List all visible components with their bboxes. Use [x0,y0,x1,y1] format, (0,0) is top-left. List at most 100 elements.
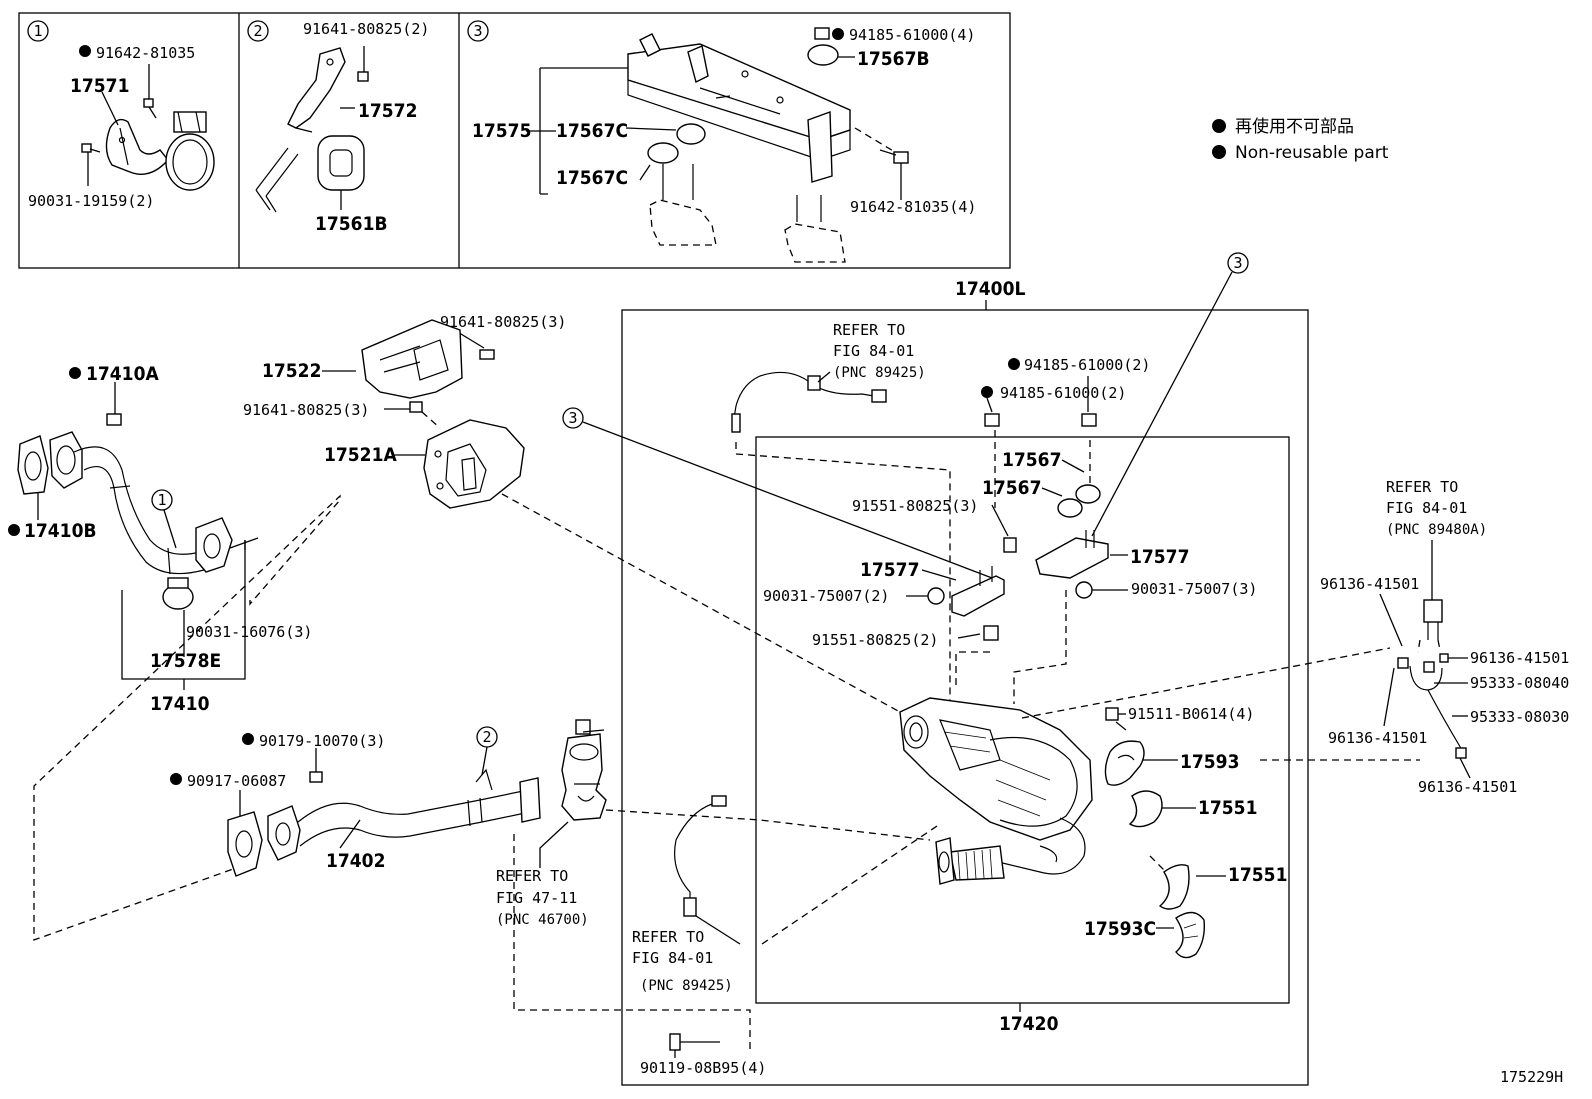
gasket-17410B [17,435,49,495]
ref-d-line3: (PNC 89425) [640,978,733,994]
mount-brackets-drawing [649,127,909,263]
label-91641-80825-3-b: 91641-80825(3) [243,401,369,419]
label-17567B: 17567B [857,48,930,70]
legend-jp: 再使用不可部品 [1235,116,1354,137]
label-17593: 17593 [1180,751,1239,773]
callout-2: 2 [482,728,491,746]
stay-17577-group: 94185-61000(2) 94185-61000(2) 17567 1756… [562,252,1257,649]
ref-b-line1: REFER TO [1386,478,1458,496]
label-17410: 17410 [150,693,210,715]
label-17410B: 17410B [24,520,97,542]
ref-a-line2: FIG 84-01 [833,342,914,360]
label-95333-08030: 95333-08030 [1470,708,1569,726]
label-90917-06087: 90917-06087 [187,772,286,790]
non-reusable-dot [79,45,91,57]
inset-1-number: 1 [33,22,42,40]
label-17522: 17522 [262,360,321,382]
label-17572: 17572 [358,100,417,122]
ref-c-line3: (PNC 46700) [496,912,589,928]
mount-pads-drawing [625,27,855,181]
bolt-90119: 90119-08B95(4) [513,834,766,1077]
inset-2-number: 2 [253,22,262,40]
label-90119-08B95: 90119-08B95(4) [640,1059,766,1077]
label-17400L: 17400L [955,278,1025,300]
callout-3-a: 3 [568,409,577,427]
ref-d-line2: FIG 84-01 [632,949,713,967]
label-91551-80825-2: 91551-80825(2) [812,631,938,649]
legend: 再使用不可部品 Non-reusable part [1212,116,1389,163]
label-90031-75007-3: 90031-75007(3) [1131,580,1257,598]
callout-3-b: 3 [1233,254,1242,272]
label-17577-b: 17577 [1130,546,1189,568]
ref-b-line2: FIG 84-01 [1386,499,1467,517]
ref-c-line2: FIG 47-11 [496,889,577,907]
label-17578E: 17578E [150,650,221,672]
label-95333-08040: 95333-08040 [1470,674,1569,692]
heat-insulator-group: 17522 91641-80825(3) 91641-80825(3) 1752… [243,313,566,509]
label-17575: 17575 [472,120,531,142]
flange [49,431,83,489]
ref-d-line1: REFER TO [632,928,704,946]
label-17571: 17571 [70,75,129,97]
legend-en: Non-reusable part [1235,143,1389,163]
callout-1: 1 [157,491,166,509]
ref-c-line1: REFER TO [496,867,568,885]
assembly-dash-lines [33,430,1420,941]
catalytic-converter [899,697,1093,885]
vacuum-hose-group: REFER TO FIG 84-01 (PNC 89480A) 96136-41… [1320,478,1569,796]
figure-code: 175229H [1500,1068,1563,1086]
ref-a-line3: (PNC 89425) [833,365,926,381]
inset-3-number: 3 [473,22,482,40]
legend-dot-en [1212,145,1226,159]
clamp-ring-drawing [165,111,215,191]
label-94185-61000-2-a: 94185-61000(2) [1000,384,1126,402]
oxygen-sensor-upper: REFER TO FIG 84-01 (PNC 89425) [731,321,951,700]
legend-dot-jp [1212,119,1226,133]
front-pipe-group: 17410A 17410B 90031-16076(3) 17578E 1741… [8,363,312,715]
bolt-drawing [81,64,157,186]
label-17567C-a: 17567C [556,120,628,142]
label-90031-16076: 90031-16076(3) [186,623,312,641]
label-17567-b: 17567 [982,477,1041,499]
label-17561B: 17561B [315,213,388,235]
label-17593C: 17593C [1084,918,1156,940]
label-91641-80825-2: 91641-80825(2) [303,20,429,38]
label-96136-41501-b: 96136-41501 [1470,649,1569,667]
label-17410A: 17410A [86,363,159,385]
ref-a-line1: REFER TO [833,321,905,339]
label-96136-41501-c: 96136-41501 [1328,729,1427,747]
label-90179-10070: 90179-10070(3) [259,732,385,750]
box-17420 [755,436,1290,1004]
label-94185-61000-2-b: 94185-61000(2) [1024,356,1150,374]
label-17420: 17420 [999,1013,1059,1035]
label-91551-80825-3: 91551-80825(3) [852,497,978,515]
heat-shield-group: 91511-B0614(4) 17593 17551 17551 17593C [1084,705,1287,959]
label-91511-B0614: 91511-B0614(4) [1128,705,1254,723]
label-17551-a: 17551 [1198,797,1257,819]
inset-frame [18,12,1011,269]
ref-b-line3: (PNC 89480A) [1386,522,1487,538]
inset-3: 3 94185-61000(4) 17567B 17575 17567C 175… [467,20,976,263]
label-91642-81035: 91642-81035 [96,44,195,62]
label-96136-41501-a: 96136-41501 [1320,575,1419,593]
hanger-rubber-17561B-drawing [255,135,365,213]
label-17521A: 17521A [324,444,397,466]
label-91641-80825-3-a: 91641-80825(3) [440,313,566,331]
inset-1: 1 91642-81035 17571 90031-19159(2) [27,20,215,210]
crossmember-17575-drawing [627,33,851,183]
label-17402: 17402 [326,850,385,872]
label-17567-a: 17567 [1002,449,1061,471]
label-90031-19159: 90031-19159(2) [28,192,154,210]
label-96136-41501-d: 96136-41501 [1418,778,1517,796]
assembly-boxes: 17400L 17420 [621,278,1309,1086]
bracket-17572-drawing [287,46,369,133]
label-91642-81035-4: 91642-81035(4) [850,198,976,216]
oxygen-sensor-lower: REFER TO FIG 84-01 (PNC 89425) [605,795,941,994]
vacuum-valve-group: REFER TO FIG 47-11 (PNC 46700) [496,719,607,928]
label-17551-b: 17551 [1228,864,1287,886]
box-17400L [621,309,1309,1086]
center-pipe-group: 90179-10070(3) 90917-06087 17402 2 [170,726,541,877]
bracket-17571-drawing [101,91,169,175]
label-17567C-b: 17567C [556,167,628,189]
